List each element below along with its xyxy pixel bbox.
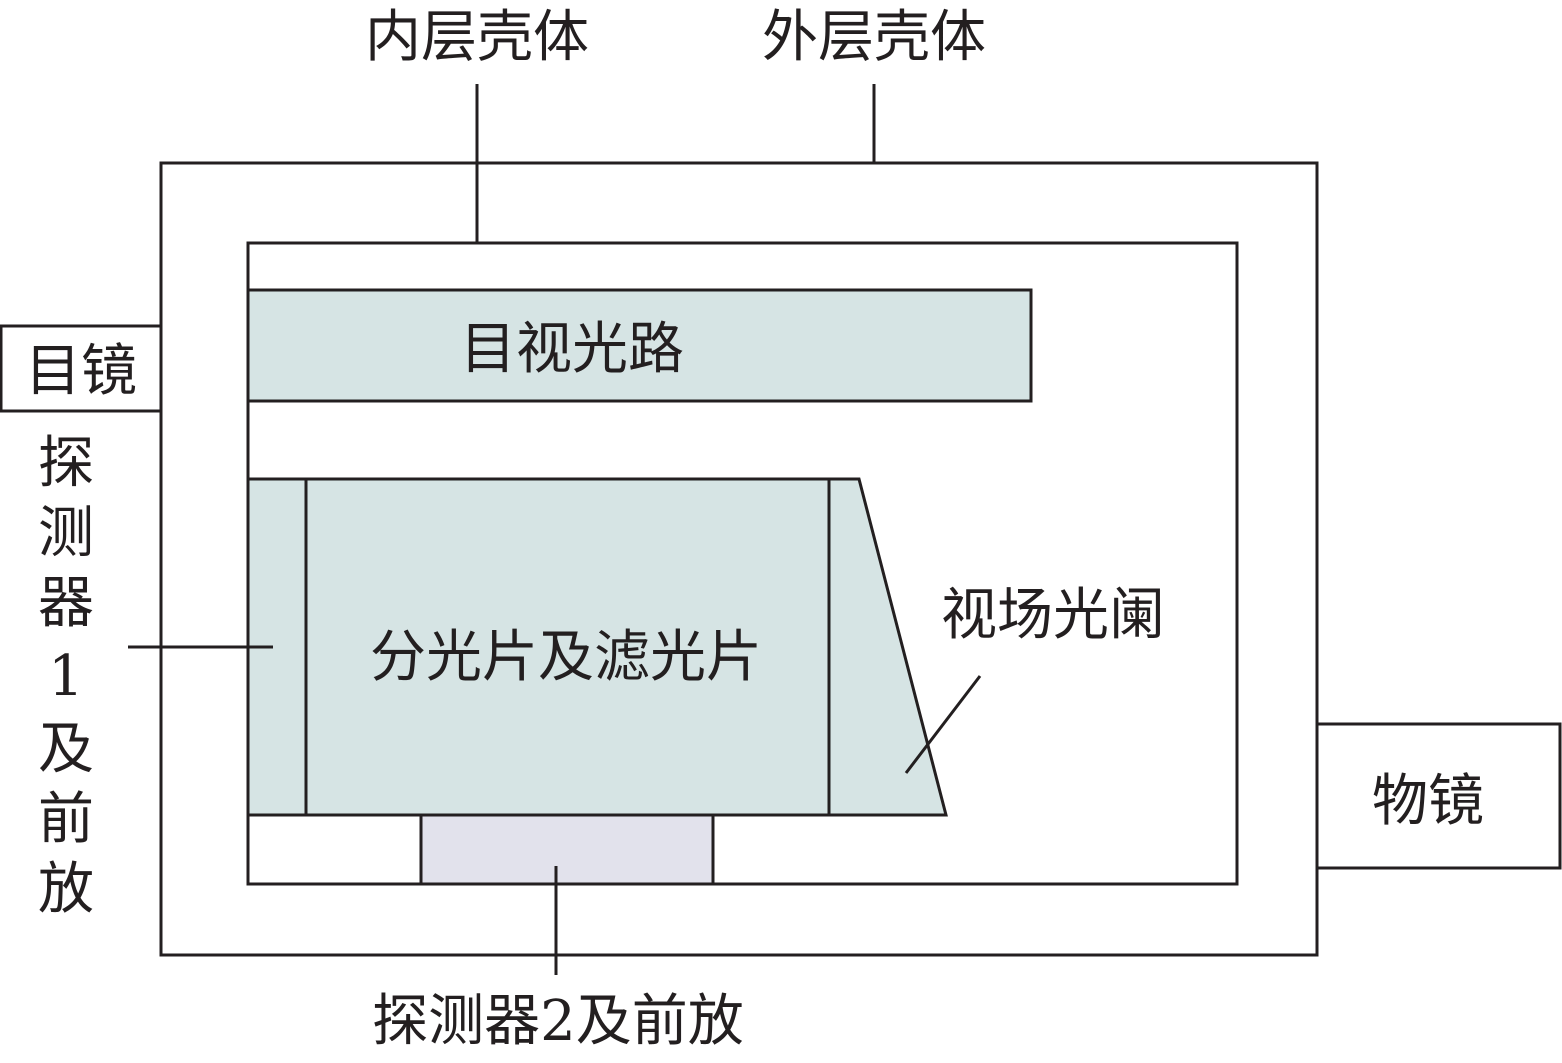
outer-shell-label: 外层壳体 [762,5,986,70]
field-stop-leader [904,675,982,774]
eyepiece-label: 目镜 [25,339,137,404]
detector1-char: 器 [38,571,94,636]
detector2-label: 探测器2及前放 [372,989,744,1054]
objective-box [1315,722,1562,870]
visual-path-block [246,288,1033,403]
detector1-char: 探 [38,431,94,496]
objective-label: 物镜 [1372,769,1484,834]
beam-splitter-label: 分光片及滤光片 [370,625,762,690]
field-stop-label: 视场光阑 [941,583,1165,648]
detector1-char: 及 [38,717,94,782]
detector1-char: 放 [38,857,94,922]
detector1-char: 测 [38,501,94,566]
visual-path-label: 目视光路 [460,317,684,382]
field-stop-block [827,477,948,817]
eyepiece-box [0,324,163,413]
detector1-label: 探 测 器 1 及 前 放 [38,431,94,922]
detector1-char: 前 [38,787,94,852]
detector2-block [419,813,715,886]
detector1-char: 1 [48,644,84,709]
inner-shell-label: 内层壳体 [365,5,589,70]
